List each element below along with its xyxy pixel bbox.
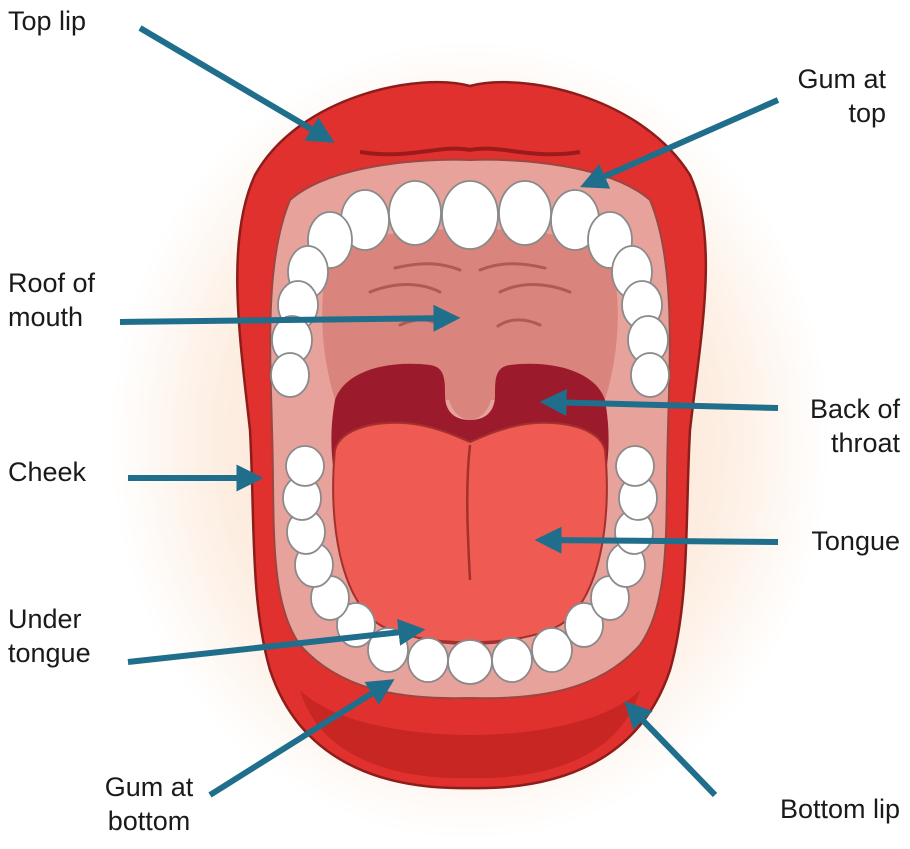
label-under-tongue: Under tongue xyxy=(8,602,91,670)
tooth xyxy=(286,446,324,486)
tooth xyxy=(616,446,654,486)
tooth xyxy=(271,353,309,397)
label-gum-bottom: Gum at bottom xyxy=(74,770,224,838)
label-top-lip-line1: Top lip xyxy=(8,4,86,38)
arrow-top-lip xyxy=(140,28,330,140)
tooth xyxy=(448,640,492,684)
label-gum-bottom-line1: Gum at xyxy=(74,770,224,804)
label-tongue-line1: Tongue xyxy=(811,524,900,558)
label-back-throat: Back of throat xyxy=(810,392,900,460)
label-roof: Roof of mouth xyxy=(8,266,95,334)
tooth xyxy=(442,181,498,249)
label-gum-top: Gum at top xyxy=(797,62,886,130)
label-back-throat-line2: throat xyxy=(810,426,900,460)
label-under-tongue-line2: tongue xyxy=(8,636,91,670)
tooth xyxy=(408,638,448,682)
label-gum-top-line1: Gum at xyxy=(797,62,886,96)
tooth xyxy=(492,638,532,682)
label-tongue: Tongue xyxy=(811,524,900,558)
label-gum-bottom-line2: bottom xyxy=(74,804,224,838)
label-cheek-line1: Cheek xyxy=(8,455,86,489)
label-bottom-lip-line1: Bottom lip xyxy=(780,792,900,826)
label-cheek: Cheek xyxy=(8,455,86,489)
tooth xyxy=(499,181,551,245)
arrow-tongue xyxy=(540,540,778,542)
label-top-lip: Top lip xyxy=(8,4,86,38)
label-back-throat-line1: Back of xyxy=(810,392,900,426)
label-bottom-lip: Bottom lip xyxy=(780,792,900,826)
label-under-tongue-line1: Under xyxy=(8,602,91,636)
label-gum-top-line2: top xyxy=(797,96,886,130)
label-roof-line1: Roof of xyxy=(8,266,95,300)
label-roof-line2: mouth xyxy=(8,300,95,334)
tooth xyxy=(389,181,441,245)
arrow-roof xyxy=(120,318,455,322)
tooth xyxy=(631,353,669,397)
